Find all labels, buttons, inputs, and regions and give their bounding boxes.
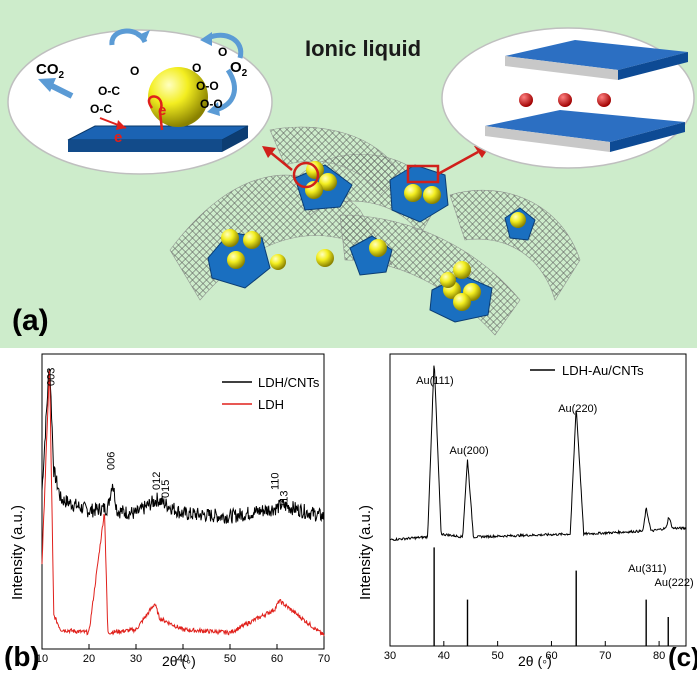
legend-ldh-cnts: LDH/CNTs bbox=[258, 375, 320, 390]
x-tick-label: 50 bbox=[492, 650, 504, 662]
x-tick-label: 70 bbox=[599, 650, 611, 662]
lower-layer bbox=[485, 110, 685, 152]
xrd-chart-c: 30 40 50 60 70 80 Au(111) Au(200) Au(220) Au(311… bbox=[357, 353, 697, 672]
ionic-liquid-title: Ionic liquid bbox=[305, 36, 421, 61]
panel-c-label: (c) bbox=[668, 642, 697, 670]
series-group bbox=[41, 368, 325, 637]
x-axis-label: 2θ (◦) bbox=[162, 653, 196, 669]
legend-ldh-au-cnts: LDH-Au/CNTs bbox=[562, 363, 644, 378]
x-axis-label: 2θ (◦) bbox=[518, 653, 552, 669]
series-line-ldh-au-cnts bbox=[389, 365, 687, 542]
peak-label: 003 bbox=[45, 368, 57, 386]
ldh-plate-4 bbox=[349, 235, 393, 276]
x-ticks: 10 20 30 40 50 60 70 bbox=[36, 644, 330, 665]
peak-label: 012 bbox=[151, 472, 163, 490]
series-group bbox=[389, 365, 687, 646]
molecule-label-0: O bbox=[130, 64, 139, 78]
x-tick-label: 30 bbox=[384, 650, 396, 662]
ldh-plate-5 bbox=[429, 261, 493, 323]
panel-b-label: (b) bbox=[4, 641, 40, 670]
o2-label: O2 bbox=[230, 59, 248, 79]
co2-label: CO2 bbox=[36, 61, 65, 81]
x-tick-label: 10 bbox=[36, 653, 48, 665]
ldh-plate-2 bbox=[389, 164, 449, 223]
peak-label: 006 bbox=[106, 452, 118, 470]
peak-label: Au(111) bbox=[416, 375, 454, 387]
y-axis-label: Intensity (a.u.) bbox=[9, 505, 26, 600]
molecule-label-5: O-O bbox=[200, 97, 223, 111]
x-tick-label: 60 bbox=[271, 653, 283, 665]
molecule-label-2: O-C bbox=[90, 102, 112, 116]
highlight-circle bbox=[292, 161, 320, 189]
series-line-ldh bbox=[41, 370, 325, 637]
panel-a-schematic: CO2 O2 O O-C O-C O O-O O-O O e e bbox=[0, 0, 697, 348]
x-tick-label: 80 bbox=[653, 650, 665, 662]
series-line-ldh-cnts bbox=[41, 368, 325, 524]
upper-layer bbox=[505, 40, 688, 80]
peak-label: Au(220) bbox=[558, 403, 597, 415]
panel-a-label: (a) bbox=[12, 304, 49, 337]
ldh-plate-3 bbox=[207, 229, 286, 289]
peak-label: 015 bbox=[160, 480, 172, 498]
x-ticks: 30 40 50 60 70 80 bbox=[384, 641, 665, 662]
electron-label-1: e bbox=[158, 102, 166, 119]
x-tick-label: 70 bbox=[318, 653, 330, 665]
molecule-label-1: O-C bbox=[98, 84, 120, 98]
left-inset-reaction: CO2 O2 O O-C O-C O O-O O-O O e e bbox=[7, 28, 273, 175]
right-inset-layers bbox=[441, 27, 695, 169]
plot-frame bbox=[389, 353, 687, 647]
schematic-svg: CO2 O2 O O-C O-C O O-O O-O O e e bbox=[7, 27, 695, 337]
x-tick-label: 50 bbox=[224, 653, 236, 665]
ldh-plate-6 bbox=[504, 207, 536, 241]
arrow-to-right-inset bbox=[437, 146, 490, 176]
arrow-to-left-inset bbox=[262, 146, 293, 171]
y-axis-label: Intensity (a.u.) bbox=[357, 505, 374, 600]
gold-nanoparticle bbox=[148, 67, 208, 127]
x-tick-label: 20 bbox=[83, 653, 95, 665]
x-tick-label: 40 bbox=[438, 650, 450, 662]
peak-label: 110 bbox=[270, 472, 282, 490]
x-tick-label: 30 bbox=[130, 653, 142, 665]
molecule-label-3: O bbox=[192, 61, 201, 75]
ldh-plate-1 bbox=[292, 161, 353, 211]
peak-labels: Au(111) Au(200) Au(220) Au(311) Au(222) bbox=[416, 375, 694, 589]
peak-label: Au(200) bbox=[449, 445, 488, 457]
peak-label: Au(311) bbox=[628, 563, 666, 575]
x-tick-label: 40 bbox=[177, 653, 189, 665]
molecule-label-6: O bbox=[218, 45, 227, 59]
panel-c-xrd-chart: 30 40 50 60 70 80 Au(111) Au(200) Au(220) Au(311… bbox=[350, 350, 697, 672]
peak-label: Au(222) bbox=[655, 577, 694, 589]
peak-label: 113 bbox=[279, 490, 291, 508]
legend-ldh: LDH bbox=[258, 397, 284, 412]
electron-label-2: e bbox=[114, 129, 122, 146]
molecule-label-4: O-O bbox=[196, 79, 219, 93]
x-tick-label: 60 bbox=[545, 650, 557, 662]
